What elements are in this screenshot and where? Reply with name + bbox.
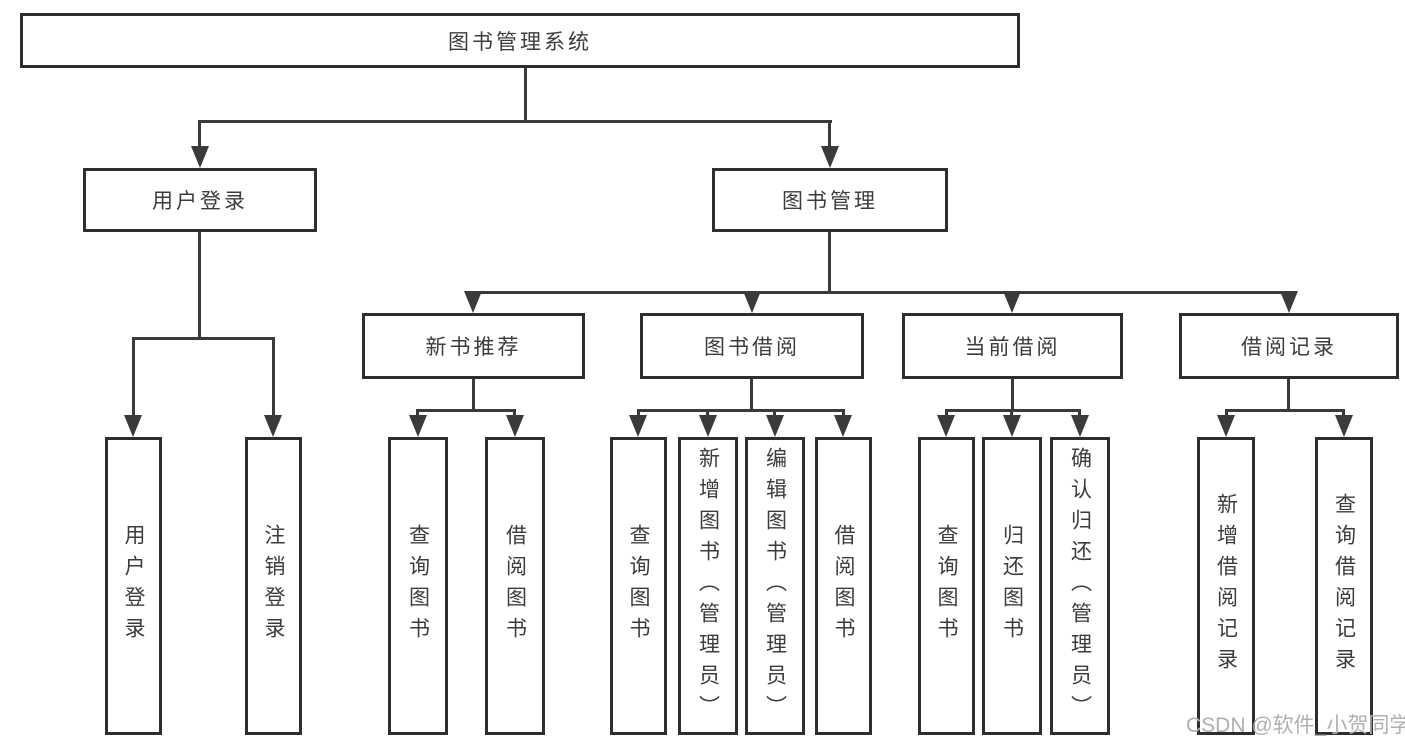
leaf-borrow-query-books: 查询图书 <box>610 437 667 735</box>
arrow-down-icon <box>821 146 839 168</box>
connector-vline <box>842 409 845 418</box>
connector-vline <box>706 409 709 418</box>
connector-hline <box>198 120 832 123</box>
connector-vline <box>828 232 831 293</box>
arrow-down-icon <box>629 415 647 437</box>
arrow-down-icon <box>766 415 784 437</box>
leaf-user-login: 用户登录 <box>105 437 162 735</box>
connector-vline <box>773 409 776 418</box>
leaf-label: 查询图书 <box>935 524 958 648</box>
connector-vline <box>828 120 831 150</box>
node-new-book-recommend: 新书推荐 <box>362 313 585 379</box>
leaf-newbooks-borrow-books: 借阅图书 <box>485 437 545 735</box>
connector-vline <box>945 409 948 418</box>
arrow-down-icon <box>699 415 717 437</box>
connector-hline <box>945 409 1081 412</box>
leaf-label: 归还图书 <box>1000 524 1024 648</box>
leaf-label: 注销登录 <box>262 524 285 648</box>
leaf-records-add-record: 新增借阅记录 <box>1197 437 1255 735</box>
node-label: 图书借阅 <box>704 336 800 359</box>
watermark: CSDN @软件_小贺同学 <box>1186 714 1405 737</box>
connector-vline <box>416 409 419 418</box>
connector-vline <box>198 232 201 339</box>
node-book-management: 图书管理 <box>712 168 948 232</box>
leaf-records-query-record: 查询借阅记录 <box>1315 437 1373 735</box>
leaf-label: 用户登录 <box>122 524 145 648</box>
node-borrow-records: 借阅记录 <box>1179 313 1399 379</box>
arrow-down-icon <box>464 291 482 313</box>
leaf-label: 借阅图书 <box>503 524 527 648</box>
connector-vline <box>1225 409 1228 418</box>
arrow-down-icon <box>124 415 142 437</box>
leaf-label: 查询图书 <box>627 524 650 648</box>
leaf-label: 编辑图书（管理员） <box>763 446 787 726</box>
leaf-label: 查询借阅记录 <box>1332 493 1356 679</box>
leaf-current-return-books: 归还图书 <box>982 437 1042 735</box>
connector-vline <box>272 337 275 417</box>
leaf-logout: 注销登录 <box>245 437 302 735</box>
node-user-login: 用户登录 <box>83 168 317 232</box>
leaf-current-confirm-return-admin: 确认归还（管理员） <box>1050 437 1110 735</box>
connector-hline <box>637 409 844 412</box>
leaf-label: 新增图书（管理员） <box>696 446 720 726</box>
node-library-system: 图书管理系统 <box>20 13 1020 68</box>
arrow-down-icon <box>191 146 209 168</box>
connector-vline <box>524 68 527 122</box>
node-label: 图书管理 <box>782 190 878 213</box>
node-label: 当前借阅 <box>964 336 1061 359</box>
arrow-down-icon <box>1217 415 1235 437</box>
arrow-down-icon <box>1003 291 1021 313</box>
connector-hline <box>417 409 516 412</box>
leaf-label: 查询图书 <box>406 524 430 648</box>
leaf-current-query-books: 查询图书 <box>918 437 975 735</box>
arrow-down-icon <box>264 415 282 437</box>
connector-vline <box>472 379 475 411</box>
connector-vline <box>1287 379 1290 411</box>
node-label: 图书管理系统 <box>448 30 592 54</box>
leaf-label: 确认归还（管理员） <box>1068 446 1092 726</box>
leaf-newbooks-query-books: 查询图书 <box>388 437 448 735</box>
arrow-down-icon <box>743 291 761 313</box>
arrow-down-icon <box>1335 415 1353 437</box>
connector-hline <box>132 337 275 340</box>
arrow-down-icon <box>506 415 524 437</box>
node-label: 新书推荐 <box>425 336 522 359</box>
connector-vline <box>132 337 135 417</box>
leaf-label: 借阅图书 <box>832 524 855 648</box>
arrow-down-icon <box>937 415 955 437</box>
connector-vline <box>637 409 640 418</box>
node-label: 用户登录 <box>152 190 248 213</box>
connector-vline <box>750 379 753 411</box>
connector-vline <box>198 120 201 150</box>
arrow-down-icon <box>1280 291 1298 313</box>
arrow-down-icon <box>1003 415 1021 437</box>
connector-vline <box>1078 409 1081 418</box>
node-current-borrow: 当前借阅 <box>902 313 1123 379</box>
node-book-borrow: 图书借阅 <box>640 313 864 379</box>
arrow-down-icon <box>1071 415 1089 437</box>
leaf-borrow-borrow-books: 借阅图书 <box>815 437 872 735</box>
connector-vline <box>513 409 516 418</box>
arrow-down-icon <box>409 415 427 437</box>
connector-vline <box>1342 409 1345 418</box>
leaf-borrow-edit-books-admin: 编辑图书（管理员） <box>745 437 805 735</box>
leaf-borrow-add-books-admin: 新增图书（管理员） <box>678 437 738 735</box>
connector-hline <box>472 291 1290 294</box>
connector-vline <box>1010 409 1013 418</box>
leaf-label: 新增借阅记录 <box>1214 493 1238 679</box>
arrow-down-icon <box>834 415 852 437</box>
connector-hline <box>1225 409 1345 412</box>
connector-vline <box>1011 379 1014 411</box>
node-label: 借阅记录 <box>1241 336 1337 359</box>
